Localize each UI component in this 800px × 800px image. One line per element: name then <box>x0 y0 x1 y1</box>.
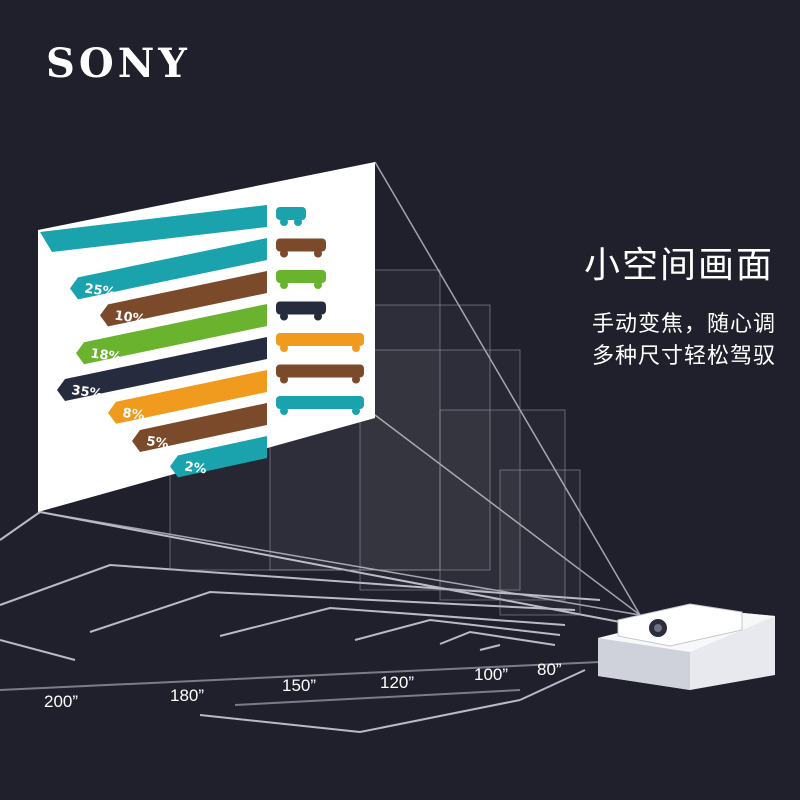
floor-grid <box>0 511 621 733</box>
train-icon <box>276 364 364 384</box>
screen-bar-chart: 25% 10% 18% 35% 8%5% 2% <box>40 205 267 477</box>
screen-bar <box>57 337 267 401</box>
screen-bar <box>108 370 267 424</box>
screen-bar-label: 8% <box>121 406 145 424</box>
screen-size-frames <box>169 269 581 616</box>
screen-bar-label: 2% <box>183 460 207 478</box>
distance-label-80: 80” <box>537 660 562 679</box>
headline: 小空间画面 <box>583 245 774 286</box>
car-icon <box>276 270 326 289</box>
screen-bar <box>132 403 267 452</box>
sony-logo: SONY <box>46 40 191 87</box>
distance-label-120: 120” <box>380 673 415 692</box>
screen-bar <box>40 205 267 252</box>
screen-bar <box>170 436 267 478</box>
projection-rays <box>39 161 641 616</box>
screen-bar <box>100 271 267 327</box>
subtitle-line-2: 多种尺寸轻松驾驭 <box>591 344 776 369</box>
distance-label-180: 180” <box>170 686 205 705</box>
projector <box>598 603 775 690</box>
truck-icon <box>276 333 364 352</box>
screen-icons <box>276 207 364 415</box>
taxi-icon <box>276 238 326 258</box>
distance-label-100: 100” <box>474 665 509 684</box>
scooter-icon <box>276 207 306 226</box>
ship-icon <box>276 396 364 415</box>
screen-bar-label: 18% <box>89 346 122 365</box>
screen-bar-label: 10% <box>113 309 146 328</box>
bus-icon <box>276 301 326 321</box>
screen-bar <box>70 238 267 300</box>
screen-bar-label: 25% <box>83 282 116 301</box>
subtitle-line-1: 手动变焦，随心调 <box>591 312 776 337</box>
screen-bar-label: 35% <box>70 383 103 402</box>
screen-bar <box>76 304 267 365</box>
screen-bar-label: 5% <box>145 434 169 452</box>
distance-label-200: 200” <box>44 692 79 711</box>
distance-label-150: 150” <box>282 676 317 695</box>
